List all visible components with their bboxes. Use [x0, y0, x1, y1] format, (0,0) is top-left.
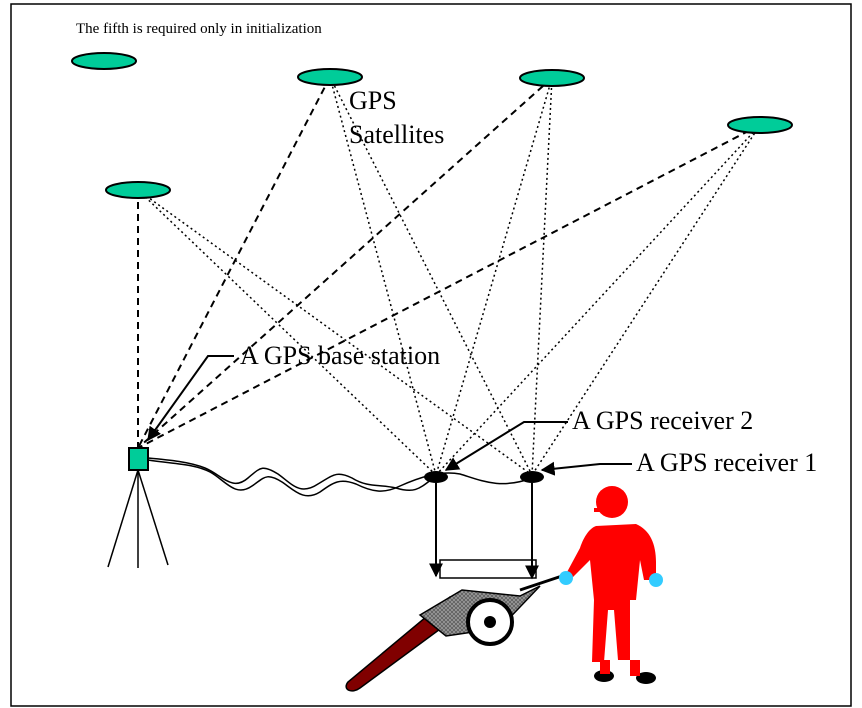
base-station-cable-2: [147, 459, 533, 497]
wheelbarrow-icon: [345, 574, 563, 692]
receiver-signal-lines: [137, 76, 761, 476]
satellite-icon: [297, 68, 363, 86]
receiver-icon: [424, 471, 448, 483]
satellites-label-line2: Satellites: [349, 120, 444, 149]
signal-line: [137, 76, 331, 449]
person-icon: [559, 486, 663, 684]
signal-line: [137, 124, 761, 449]
satellite-icon: [71, 52, 137, 70]
base-station-cable: [147, 457, 437, 492]
receiver-2-leader: [444, 421, 568, 471]
note-text: The fifth is required only in initializa…: [76, 21, 322, 37]
base-station-leader: [147, 355, 234, 442]
receiver-icon: [520, 471, 544, 483]
tripod-icon: [107, 469, 169, 568]
signal-line: [137, 77, 553, 449]
satellite-icon: [105, 181, 171, 199]
glove-icon: [559, 571, 573, 585]
satellite-icon: [519, 69, 585, 87]
glove-icon: [649, 573, 663, 587]
base-station-icon: [128, 447, 149, 471]
base-station-label: A GPS base station: [240, 341, 440, 370]
receiver-1-leader: [540, 461, 632, 476]
satellites-label-line1: GPS: [349, 86, 397, 115]
satellites: [71, 52, 793, 199]
receiver-frame: [429, 483, 539, 580]
receiver-2-label: A GPS receiver 2: [572, 406, 753, 435]
base-station-signal-lines: [137, 76, 761, 449]
receiver-1-label: A GPS receiver 1: [636, 448, 817, 477]
diagram-border: [10, 3, 852, 707]
satellite-icon: [727, 116, 793, 134]
